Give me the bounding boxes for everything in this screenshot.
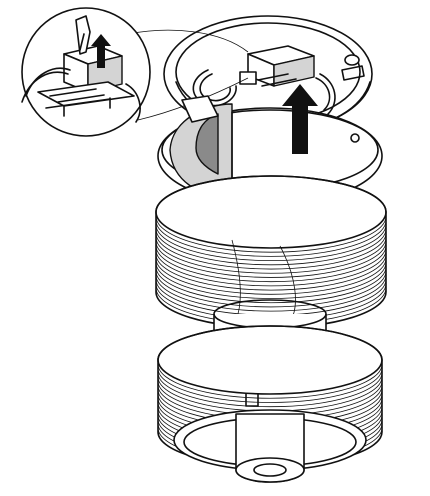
thread-groove xyxy=(155,241,387,278)
thread-groove xyxy=(155,270,387,308)
thread-groove xyxy=(155,249,387,287)
thread-groove xyxy=(155,254,387,291)
push-up-arrow xyxy=(282,84,318,154)
thread-groove xyxy=(155,224,387,262)
lift-tab-arrow xyxy=(91,34,111,68)
ceiling-mount-plate xyxy=(163,15,373,133)
thread-groove xyxy=(155,262,387,299)
thread-groove xyxy=(155,266,387,304)
lens-tube xyxy=(235,413,305,483)
thread-groove xyxy=(157,364,383,399)
thread-groove xyxy=(155,258,387,295)
thread-groove xyxy=(155,245,387,283)
thread-groove xyxy=(157,372,383,408)
thread-groove xyxy=(155,237,387,274)
detail-inset xyxy=(21,7,249,137)
thread-groove xyxy=(155,220,387,257)
thread-groove xyxy=(155,233,387,270)
thread-groove xyxy=(155,228,387,266)
thread-groove xyxy=(155,216,387,253)
upper-threaded-ring xyxy=(155,175,387,329)
thread-groove xyxy=(155,275,387,312)
plate-latch xyxy=(239,45,315,87)
thread-groove xyxy=(157,368,383,403)
